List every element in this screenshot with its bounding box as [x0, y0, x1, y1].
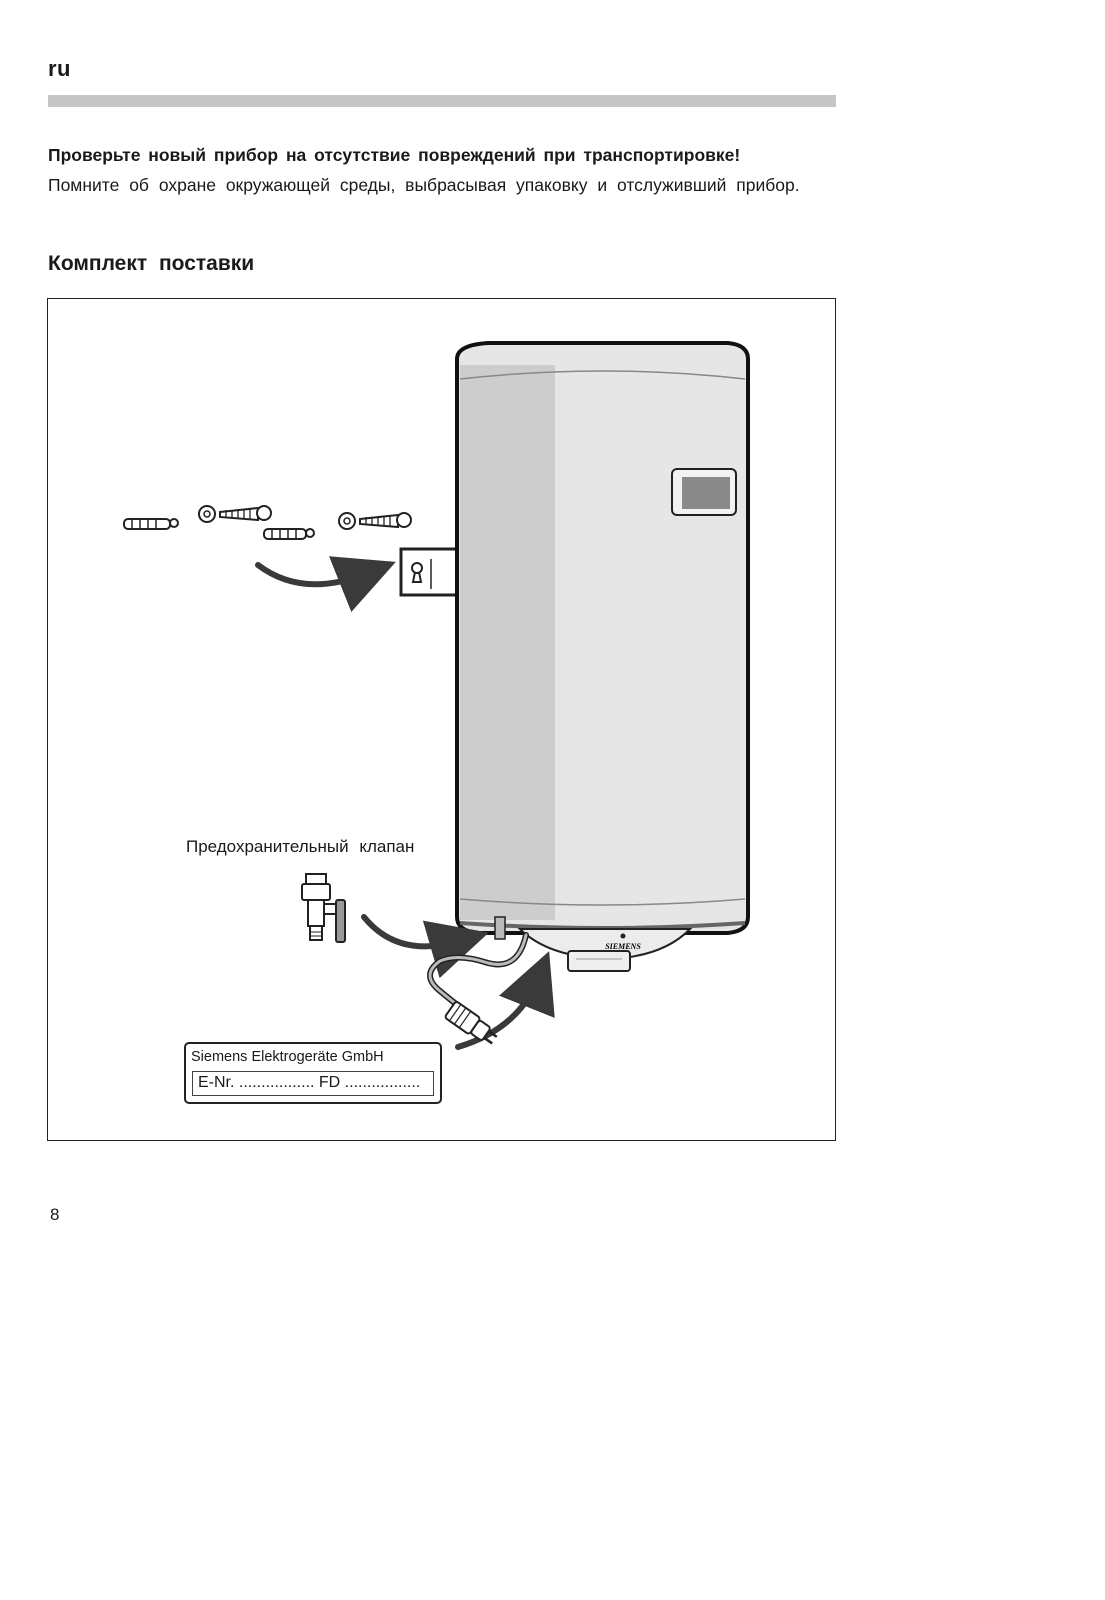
water-heater-illustration: SIEMENS: [123, 341, 750, 1050]
section-title: Комплект поставки: [48, 252, 255, 275]
arrow-to-inlet-icon: [361, 914, 489, 979]
safety-valve-label: Предохранительный клапан: [186, 837, 415, 856]
wall-bracket-icon: [399, 547, 459, 597]
power-plug-icon: [427, 932, 529, 1045]
rating-plate: Siemens Elektrogeräte GmbH E-Nr. .......…: [184, 1042, 442, 1104]
washer-screw-icon: [198, 505, 272, 523]
plate-manufacturer: Siemens Elektrogeräte GmbH: [191, 1049, 384, 1065]
arrow-to-control-icon: [455, 951, 555, 1050]
transport-damage-warning: Проверьте новый прибор на отсутствие пов…: [48, 145, 741, 165]
wall-plug-icon: [263, 528, 315, 540]
page-number: 8: [50, 1205, 60, 1224]
delivery-scope-figure: SIEMENS: [47, 298, 836, 1141]
arrow-to-bracket-icon: [255, 556, 396, 612]
water-heater-tank-icon: SIEMENS: [455, 341, 750, 972]
brand-mark: SIEMENS: [605, 942, 641, 951]
wall-plug-icon: [123, 518, 179, 530]
environment-note: Помните об охране окружающей среды, выбр…: [48, 175, 800, 195]
header-rule: [48, 95, 836, 107]
safety-valve-icon: [301, 873, 346, 943]
language-code: ru: [48, 56, 71, 81]
plate-serial-fields: E-Nr. ................. FD .............…: [192, 1071, 434, 1096]
washer-screw-icon: [338, 512, 412, 530]
